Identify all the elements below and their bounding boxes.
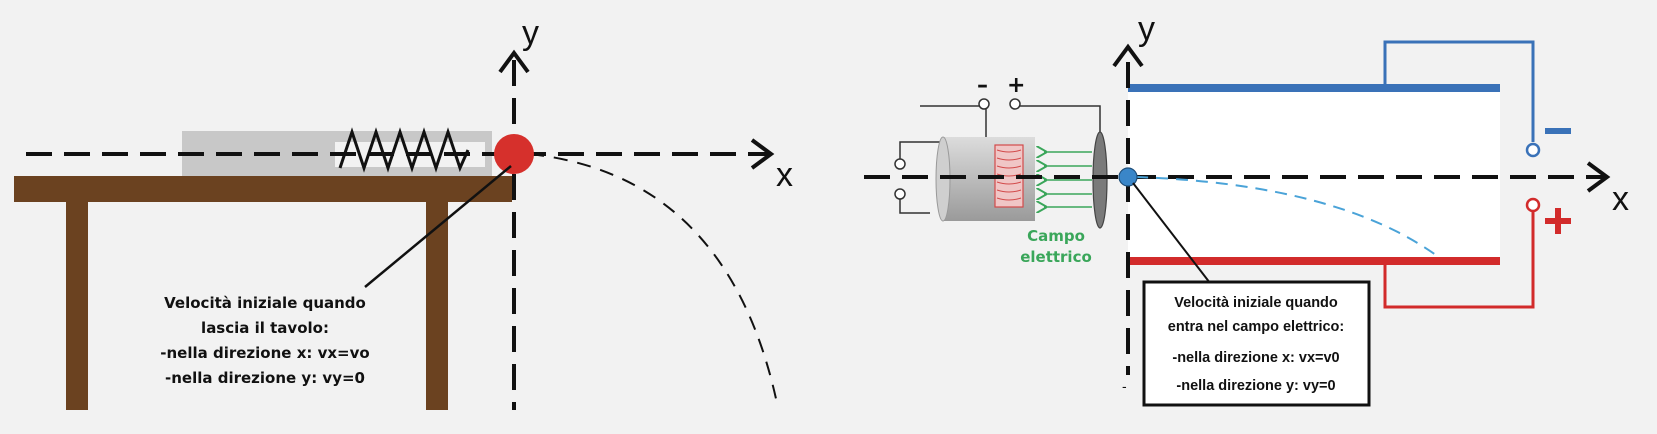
left-panel: x y Velocità iniziale quando lascia il t… [14,14,793,410]
terminal [894,188,906,200]
filament-coil [996,149,1022,201]
y-axis-arrowhead [1112,43,1144,68]
table-top [14,176,512,202]
source-terminal-plus [1009,98,1021,110]
note-line: Velocità iniziale quando [1174,295,1338,311]
right-panel: – + Campo elettrico [864,10,1629,407]
note-line: entra nel campo elettrico: [1168,319,1344,335]
velocity-note: Velocità iniziale quando lascia il tavol… [160,294,369,387]
note-line: lascia il tavolo: [201,319,329,337]
particle-trajectory [1135,176,1441,259]
source-plus-sign: + [1007,73,1025,98]
y-axis-arrowhead [498,49,530,74]
velocity-note-box [1142,280,1371,407]
anode-disk [1092,131,1108,229]
note-line: Velocità iniziale quando [164,294,366,312]
positive-terminal [1525,197,1541,213]
note-line: -nella direzione x: vx=vo [160,344,369,362]
positive-plate [1128,257,1500,265]
y-axis-label: y [522,14,539,52]
note-line: -nella direzione x: vx=v0 [1172,350,1339,366]
particle [1118,167,1138,187]
x-axis-arrowhead [1586,161,1611,193]
x-axis-label: x [776,156,793,194]
note-line: -nella direzione y: vy=0 [165,369,365,387]
table-leg-left [66,202,88,410]
negative-terminal [1525,142,1541,158]
origin-tick: - [1122,378,1127,394]
wire [1019,105,1101,138]
trajectory [529,153,779,409]
field-lines [1044,152,1092,207]
spring [338,127,470,173]
y-axis-label: y [1138,10,1155,48]
pointer-line [1132,182,1211,284]
table-leg-right [426,202,448,410]
x-axis-arrowhead [750,138,775,170]
positive-wire [1383,212,1535,309]
velocity-note: Velocità iniziale quando entra nel campo… [1168,295,1344,394]
ball [494,134,534,174]
note-line: -nella direzione y: vy=0 [1176,378,1335,394]
source-minus-sign: – [977,73,988,98]
field-label: elettrico [1020,248,1092,266]
source-terminal-minus [978,98,990,110]
negative-plate [1128,84,1500,92]
electron-gun: Campo elettrico [935,136,1092,266]
negative-wire [1383,40,1535,142]
plate-minus-sign [1545,128,1571,134]
pointer-line [364,165,512,288]
field-label: Campo [1027,227,1085,245]
x-axis-label: x [1612,180,1629,218]
terminal [894,158,906,170]
table [14,176,512,410]
plate-plus-sign-vertical [1555,208,1561,234]
wire [899,195,930,214]
